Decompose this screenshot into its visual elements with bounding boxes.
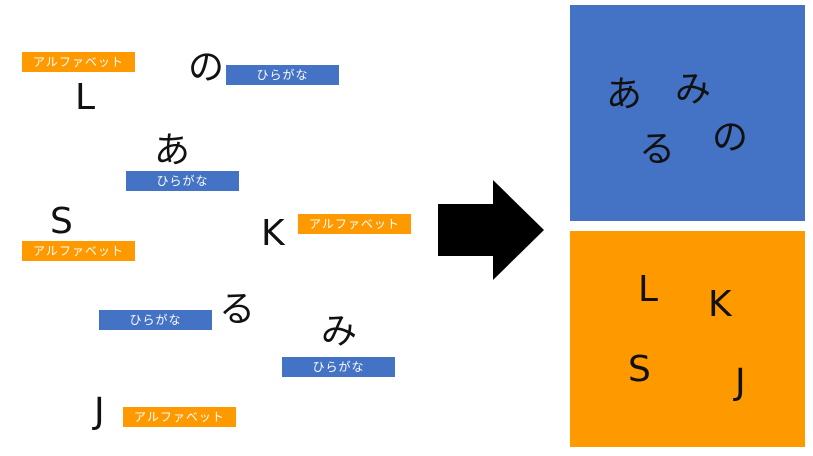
char-no: の [188, 47, 225, 88]
hiragana-group-box: あ み る の [570, 5, 805, 221]
char-ru: る [219, 289, 256, 330]
tag-hiragana-no: ひらがな [226, 65, 339, 85]
group-char-s: S [628, 349, 651, 390]
group-char-k: K [708, 284, 732, 325]
tag-alphabet-l: アルファベット [22, 52, 135, 72]
char-j: J [94, 391, 105, 432]
tag-hiragana-ru: ひらがな [99, 310, 212, 330]
group-char-ru: る [639, 129, 676, 170]
tag-alphabet-j: アルファベット [123, 407, 236, 427]
tag-alphabet-k: アルファベット [298, 214, 411, 234]
group-char-no: の [712, 117, 749, 158]
right-arrow-icon [438, 180, 544, 280]
char-l: L [75, 77, 96, 118]
group-char-l: L [638, 269, 659, 310]
tag-hiragana-a: ひらがな [126, 171, 239, 191]
group-char-a: あ [606, 74, 643, 115]
group-char-mi: み [675, 69, 712, 110]
tag-hiragana-mi: ひらがな [282, 357, 395, 377]
alphabet-group-box: L K S J [570, 231, 805, 447]
group-char-j: J [735, 362, 746, 403]
char-a: あ [154, 130, 191, 171]
tag-alphabet-s: アルファベット [22, 241, 135, 261]
char-k: K [261, 213, 285, 254]
char-s: S [50, 201, 73, 242]
char-mi: み [321, 311, 358, 352]
